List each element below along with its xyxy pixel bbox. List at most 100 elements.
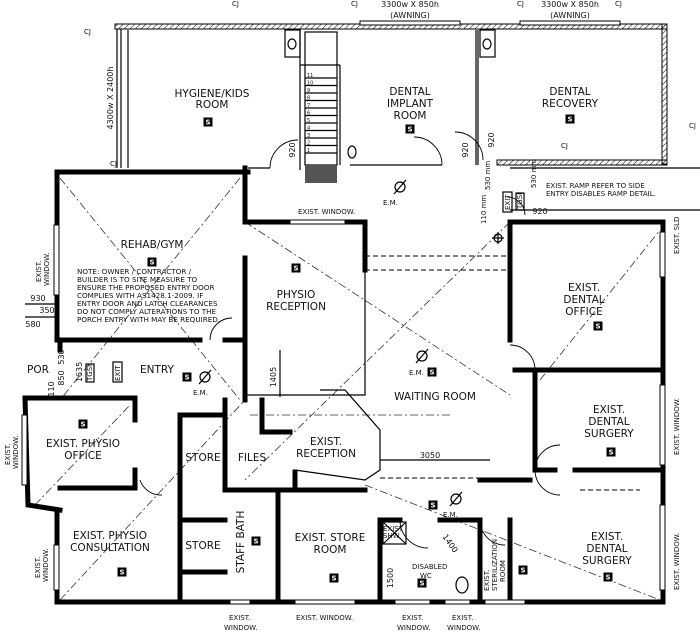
dim-920: 920 — [288, 142, 297, 157]
stair-number: 1 — [307, 148, 310, 154]
window-label: EXIST. — [4, 444, 12, 465]
em-label: E.M. — [193, 389, 208, 397]
window-label: WINDOW. — [224, 624, 257, 632]
window-label: WINDOW. — [42, 549, 50, 582]
em-symbol-icon — [415, 348, 429, 364]
upper-block-walls — [114, 20, 668, 170]
dim-3050: 3050 — [420, 451, 440, 460]
em-markers: E.M. E.M. E.M. E.M. — [193, 179, 463, 519]
stair-number: 3 — [307, 133, 310, 139]
room-recovery-label: DENTAL — [549, 86, 590, 98]
room-sterilization-label: EXIST. — [483, 570, 491, 591]
room-surgery-2-label: EXIST. — [591, 531, 623, 543]
windows — [21, 219, 666, 605]
room-consultation-label: CONSULTATION — [70, 542, 150, 554]
dim-110: 110 — [47, 381, 56, 396]
exit-sign: EXIT — [504, 194, 512, 210]
centre-lines — [34, 177, 661, 601]
cj-label: CJ — [351, 0, 358, 8]
cj-label: CJ — [84, 28, 91, 36]
room-hygiene-label: HYGIENE/KIDS — [175, 88, 250, 100]
signs: EXIT TGSI EXIT TGSI — [85, 191, 525, 383]
cj-label: CJ — [517, 0, 524, 8]
room-physio-office-label: OFFICE — [64, 450, 101, 462]
shower-icon — [382, 521, 407, 545]
room-physio-reception-label: PHYSIO — [277, 289, 316, 301]
window-labels: EXIST. WINDOW. EXIST. WINDOW. EXIST. WIN… — [4, 208, 681, 632]
room-physio-office-label: EXIST. PHYSIO — [46, 438, 120, 450]
room-store-room-label: EXIST. STORE — [295, 532, 366, 544]
room-surgery-1-label: DENTAL — [588, 416, 629, 428]
smoke-detector-label: S — [205, 119, 210, 127]
dim-1500: 1500 — [386, 568, 395, 588]
smoke-detector-label: S — [80, 421, 85, 429]
smoke-detector-label: S — [429, 369, 434, 377]
room-surgery-1-label: SURGERY — [584, 428, 634, 440]
hygiene-window-size: 4300w X 2400h — [106, 67, 115, 130]
doors — [139, 131, 561, 549]
dim-1400: 1400 — [441, 533, 460, 555]
room-shower-label: EXIST — [383, 525, 404, 533]
note-line: BUILDER IS TO SITE MEASURE TO — [77, 275, 198, 284]
room-dental-office-label: DENTAL — [563, 294, 604, 306]
window-label: EXIST. WINDOW. — [673, 533, 681, 590]
smoke-detector-icon: S — [565, 114, 575, 124]
smoke-detector-icon: S — [291, 263, 301, 273]
window-label: EXIST. — [34, 557, 42, 578]
room-disabled-wc-label: WC — [420, 572, 432, 580]
awning-2-size: 3300w X 850h — [541, 0, 599, 9]
tgsi-sign: TGSI — [86, 365, 94, 382]
dim-1405: 1405 — [269, 367, 278, 387]
room-store-room-label: ROOM — [314, 544, 347, 556]
dim-850: 850 — [57, 370, 66, 385]
window-label: EXIST. — [402, 614, 423, 622]
smoke-detector-label: S — [430, 502, 435, 510]
dim-920: 920 — [487, 132, 496, 147]
entry-door-note: NOTE: OWNER / CONTRACTOR /BUILDER IS TO … — [77, 267, 220, 324]
note-line: COMPLIES WITH AS1428.1-2009. IF — [77, 291, 203, 300]
room-porch-label: POR — [27, 364, 49, 376]
window-label: EXIST. — [452, 614, 473, 622]
exit-sign: EXIT — [114, 365, 122, 381]
em-label: E.M. — [409, 369, 424, 377]
room-physio-reception-label: RECEPTION — [266, 301, 326, 313]
smoke-detector-icon: S — [593, 321, 603, 331]
dim-920: 920 — [461, 142, 470, 157]
walls — [22, 165, 666, 605]
room-waiting-label: WAITING ROOM — [394, 391, 476, 403]
ramp-note-line: ENTRY DISABLES RAMP DETAIL. — [546, 190, 656, 198]
em-label: E.M. — [383, 199, 398, 207]
smoke-detector-icon: S — [147, 257, 157, 267]
smoke-detector-icon: S — [428, 500, 438, 510]
smoke-detector-icon: S — [417, 578, 427, 588]
room-surgery-2-label: SURGERY — [582, 555, 632, 567]
smoke-detector-icon: S — [203, 117, 213, 127]
em-symbol-icon — [198, 369, 212, 385]
window-label: EXIST. WINDOW. — [673, 398, 681, 455]
stair-number: 6 — [307, 111, 310, 117]
cj-label: CJ — [561, 142, 568, 150]
awning-labels: 3300w X 850h (AWNING) 3300w X 850h (AWNI… — [106, 0, 599, 129]
em-symbol-icon — [393, 179, 407, 195]
drainage-cross-icon — [492, 232, 504, 244]
em-symbol-icon — [449, 491, 463, 507]
window-label: EXIST. WINDOW. — [298, 208, 355, 216]
room-reception-label: EXIST. — [310, 436, 342, 448]
room-dental-office-label: EXIST. — [568, 282, 600, 294]
smoke-detector-icon: S — [117, 567, 127, 577]
dim-580: 580 — [25, 320, 40, 329]
window-label: WINDOW. — [397, 624, 430, 632]
note-line: PORCH ENTRY WITH MAY BE REQUIRED. — [77, 315, 220, 324]
room-store-2-label: STORE — [185, 540, 220, 552]
dim-920: 920 — [532, 207, 547, 216]
smoke-detector-label: S — [567, 116, 572, 124]
smoke-detector-label: S — [608, 449, 613, 457]
room-disabled-wc-label: DISABLED — [412, 563, 447, 571]
smoke-detector-label: S — [419, 580, 424, 588]
room-hygiene-label: ROOM — [196, 99, 229, 111]
room-implant-label: IMPLANT — [387, 98, 434, 110]
smoke-detector-label: S — [407, 126, 412, 134]
room-store-label: STORE — [185, 452, 220, 464]
